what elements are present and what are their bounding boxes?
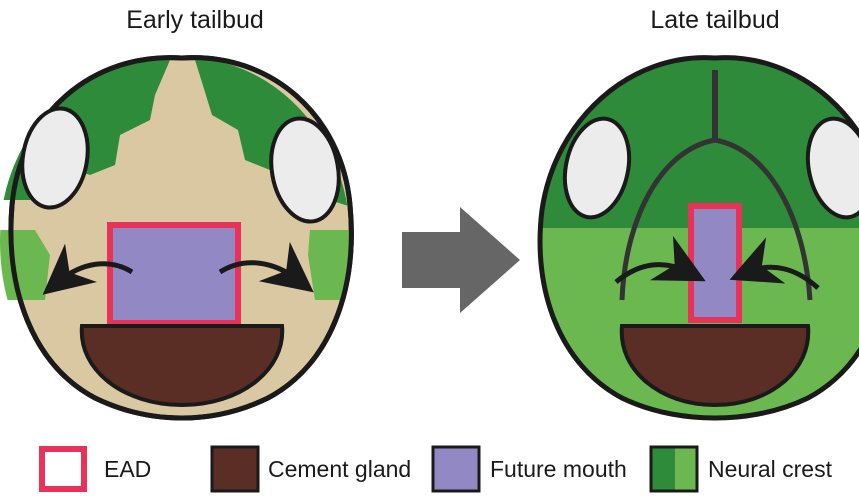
legend-neural-crest-label: Neural crest	[708, 456, 832, 483]
ead-swatch	[42, 449, 84, 489]
neural-crest-swatch	[651, 447, 697, 491]
late-future-mouth	[691, 206, 739, 320]
early-tailbud-head	[0, 58, 360, 418]
legend-ead-label: EAD	[104, 456, 151, 483]
future-mouth-swatch	[433, 447, 479, 491]
cement-gland-swatch	[212, 447, 258, 491]
legend-future-mouth-label: Future mouth	[490, 456, 627, 483]
early-future-mouth	[110, 225, 238, 323]
transition-arrow	[402, 207, 520, 313]
late-tailbud-head	[530, 58, 859, 426]
legend-cement-gland-label: Cement gland	[268, 456, 411, 483]
